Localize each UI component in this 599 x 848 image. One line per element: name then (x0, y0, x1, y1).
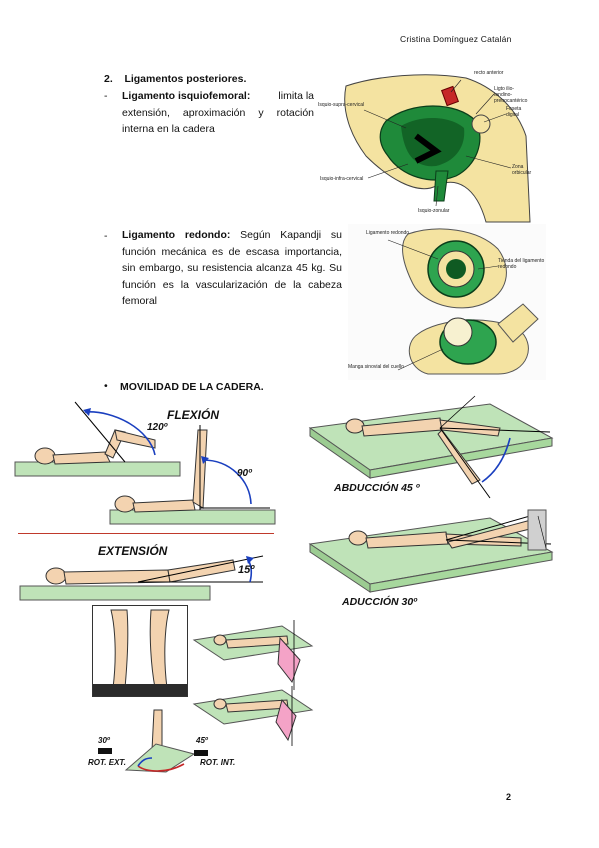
figure-rotation-legs (92, 605, 188, 697)
section-number: 2. (104, 73, 113, 85)
section-title: 2. Ligamentos posteriores. (104, 73, 246, 85)
flexion-illustration (14, 401, 276, 525)
section-title-text: Ligamentos posteriores. (124, 73, 247, 85)
label-ilio: Ligto ilio-tendino-pretrocantérico (494, 86, 528, 104)
label-manga: Manga sinovial del cuello (348, 364, 404, 370)
figure-aduccion (306, 508, 558, 604)
ligament-text: Según Kapandji su función mecánica es de… (122, 229, 343, 307)
list-bullet: - (104, 90, 108, 102)
ligament-redondo: Ligamento redondo: Según Kapandji su fun… (122, 227, 342, 310)
figure-ligamento-redondo: Ligamento redondo Tienda del ligamento r… (348, 224, 546, 380)
label-flexion: FLEXIÓN (167, 408, 220, 422)
legs-illustration (93, 609, 187, 696)
label-infra: Isquio-infra-cervical (320, 176, 364, 182)
ligament-isquiofemoral: Ligamento isquiofemoral: limita la exten… (122, 88, 314, 138)
figure-flexion: FLEXIÓN 120º 90º (14, 400, 276, 528)
label-redondo: Ligamento redondo (366, 230, 410, 236)
rotation-standing-illustration (98, 709, 208, 773)
hip-posterior-illustration (344, 74, 531, 223)
label-recto: recto anterior (474, 70, 504, 76)
label-orbicular: Zona orbicular (512, 164, 532, 176)
label-rot-ext: ROT. EXT. (88, 758, 126, 767)
ligament-name: Ligamento isquiofemoral: (122, 90, 251, 102)
list-bullet: - (104, 230, 108, 242)
figure-isquiofemoral-ligament: recto anterior Ligto ilio-tendino-pretro… (316, 66, 532, 223)
label-foseta: Foseta digital (506, 106, 522, 118)
rotation-table-illustration (192, 620, 314, 746)
figure-rotation-table (192, 620, 322, 746)
label-angle-90: 90º (237, 468, 252, 479)
label-angle-15: 15º (238, 564, 255, 576)
adduction-illustration (308, 509, 554, 593)
figure-extension: EXTENSIÓN 15º (18, 542, 274, 604)
ligament-text-first: limita la (278, 90, 314, 102)
label-aduccion: ADUCCIÓN 30º (342, 596, 418, 608)
extension-illustration (19, 555, 264, 601)
label-supra: Isquio-supra-cervical (318, 102, 365, 108)
figure-abduccion (300, 395, 558, 502)
mobility-title: MOVILIDAD DE LA CADERA. (120, 381, 264, 393)
page-number: 2 (506, 792, 512, 802)
section-divider (18, 533, 274, 534)
label-tienda: Tienda del ligamento redondo (498, 258, 545, 270)
label-rot-int: ROT. INT. (200, 758, 236, 767)
label-extension: EXTENSIÓN (98, 544, 168, 558)
list-bullet: • (104, 380, 108, 392)
ligament-name: Ligamento redondo: (122, 229, 231, 241)
abduction-illustration (308, 395, 554, 499)
hip-round-ligament-illustration (387, 228, 539, 375)
label-zonular: Isquio-zonular (418, 208, 450, 214)
label-rot-int-angle: 45º (196, 736, 208, 745)
page-header-author: Cristina Domínguez Catalán (400, 34, 512, 44)
label-angle-120: 120º (147, 422, 168, 433)
label-abduccion: ABDUCCIÓN 45 º (334, 482, 420, 494)
figure-rotation-standing (96, 709, 216, 774)
ligament-text: extensión, aproximación y rotación inter… (122, 106, 314, 136)
label-rot-ext-angle: 30º (98, 736, 110, 745)
